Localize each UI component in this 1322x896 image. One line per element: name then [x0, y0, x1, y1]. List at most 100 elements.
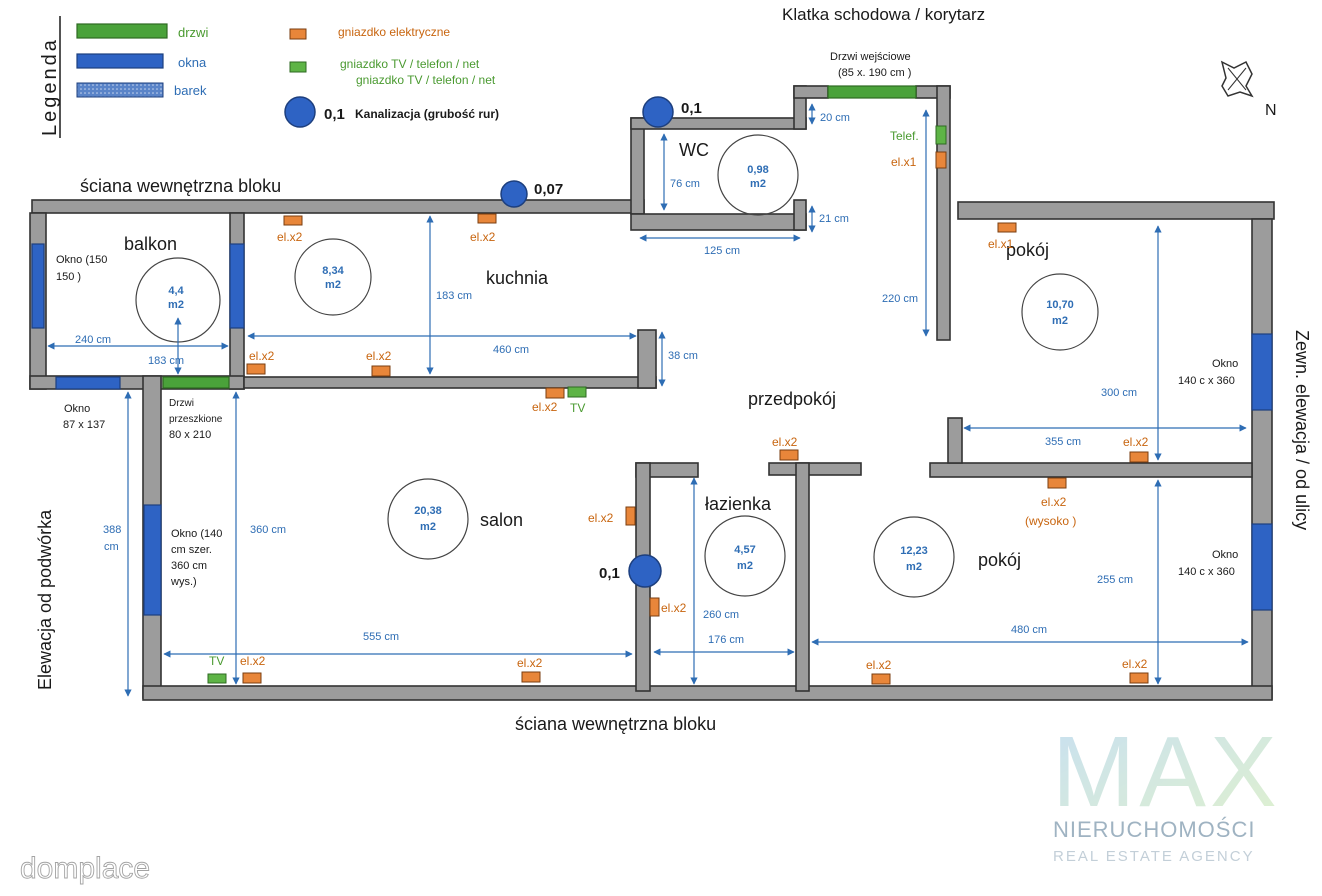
window-small-note-1: Okno — [64, 403, 90, 415]
dim-555: 555 cm — [363, 631, 399, 643]
socket-pokoj-top-label: el.x1 — [988, 237, 1014, 251]
pipe-top — [642, 96, 674, 128]
area-lazienka-value: 4,57 — [734, 544, 755, 556]
legend-door-swatch — [76, 23, 168, 39]
dim-480: 480 cm — [1011, 624, 1047, 636]
room-pokoj-top-label: pokój — [1006, 240, 1049, 260]
legend-window-swatch — [76, 53, 164, 69]
socket-salon-2 — [521, 671, 541, 683]
dim-300: 300 cm — [1101, 387, 1137, 399]
dim-255: 255 cm — [1097, 574, 1133, 586]
pipe-wall-value: 0,07 — [534, 181, 563, 198]
sockets: Telef. el.x1 el.x1 el.x2 el.x2 el.x2 el.… — [207, 125, 1149, 685]
room-lazienka-label: łazienka — [705, 494, 772, 514]
dim-220: 220 cm — [882, 293, 918, 305]
dim-183-kuchnia: 183 cm — [436, 290, 472, 302]
window-right-top-note-2: 140 c x 360 — [1178, 375, 1235, 387]
socket-hall-label: el.x2 — [772, 435, 798, 449]
legend-socket-swatch — [289, 28, 307, 40]
socket-hall-top-label: el.x1 — [891, 155, 917, 169]
legend-door-label: drzwi — [178, 25, 208, 40]
socket-pokoj-top — [997, 222, 1017, 233]
wall-exterior-right — [1251, 218, 1273, 700]
tv-socket-kitchen — [567, 386, 587, 398]
area-circle-kuchnia — [294, 238, 372, 316]
window-balkon-note-1: Okno (150 — [56, 254, 107, 266]
dimension-lines — [47, 103, 1249, 697]
telef-label: Telef. — [890, 129, 919, 143]
dim-388-unit: cm — [104, 541, 119, 553]
area-kuchnia-value: 8,34 — [322, 265, 344, 277]
room-przedpokoj-label: przedpokój — [748, 389, 836, 409]
legend-bar-swatch — [76, 82, 164, 98]
pipe-bath — [628, 554, 662, 588]
elevation-yard-label: Elewacja od podwórka — [35, 509, 55, 690]
area-pokoj-bottom-value: 12,23 — [900, 545, 928, 557]
socket-pokoj-bottom-2 — [1129, 672, 1149, 684]
socket-bath-2-label: el.x2 — [661, 601, 687, 615]
elevation-street-label: Zewn. elewacja / od ulicy — [1292, 330, 1312, 530]
entrance-door-label-1: Drzwi wejściowe — [830, 51, 911, 63]
tv-socket-kitchen-label: TV — [570, 401, 585, 415]
legend-pipe-swatch — [284, 96, 316, 128]
legend-title: Legenda — [39, 37, 61, 136]
area-pokoj-top-value: 10,70 — [1046, 299, 1074, 311]
area-kuchnia-unit: m2 — [325, 279, 341, 291]
legend-bar-label: barek — [174, 83, 207, 98]
dimension-labels: 20 cm 76 cm 21 cm 125 cm 220 cm 240 cm 1… — [75, 112, 1137, 646]
socket-pokoj-355-label: el.x2 — [1123, 435, 1149, 449]
socket-salon-1 — [242, 672, 262, 684]
pipe-bath-value: 0,1 — [599, 565, 620, 582]
socket-pokoj-355 — [1129, 451, 1149, 463]
legend-tv-socket-label-1: gniazdko TV / telefon / net — [340, 57, 480, 71]
room-balkon-label: balkon — [124, 234, 177, 254]
socket-kitchen-1-label: el.x2 — [277, 230, 303, 244]
socket-salon-1-label: el.x2 — [240, 654, 266, 668]
window-salon-note-1: Okno (140 — [171, 528, 222, 540]
room-wc-label: WC — [679, 140, 709, 160]
staircase-label: Klatka schodowa / korytarz — [782, 5, 985, 24]
area-salon-unit: m2 — [420, 521, 436, 533]
logo-tagline: REAL ESTATE AGENCY — [1053, 848, 1255, 865]
wall-wc-left — [630, 117, 645, 215]
area-balkon-value: 4,4 — [168, 285, 184, 297]
area-circle-salon — [387, 478, 469, 560]
entrance-door — [827, 85, 917, 99]
dim-38: 38 cm — [668, 350, 698, 362]
dim-360: 360 cm — [250, 524, 286, 536]
wall-kitchen-stub — [637, 329, 657, 389]
dim-355: 355 cm — [1045, 436, 1081, 448]
area-lazienka-unit: m2 — [737, 560, 753, 572]
dim-125: 125 cm — [704, 245, 740, 257]
room-salon-label: salon — [480, 510, 523, 530]
wall-room-bottom-top — [929, 462, 1253, 478]
window-small-note-2: 87 x 137 — [63, 419, 105, 431]
window-notes: Okno (150 150 ) Okno 87 x 137 Drzwi prze… — [56, 254, 1238, 588]
dim-176: 176 cm — [708, 634, 744, 646]
logo-text: MAX — [1052, 716, 1281, 828]
inner-wall-bottom-label: ściana wewnętrzna bloku — [515, 714, 716, 734]
room-kuchnia-label: kuchnia — [486, 268, 549, 288]
dim-76: 76 cm — [670, 178, 700, 190]
wall-top-left — [31, 199, 645, 214]
dim-460: 460 cm — [493, 344, 529, 356]
glass-door — [162, 376, 230, 389]
socket-kitchen-5 — [545, 387, 565, 399]
area-circle-lazienka — [704, 515, 786, 597]
dim-388-value: 388 — [103, 524, 121, 536]
legend-pipe-value: 0,1 — [324, 106, 345, 123]
legend-tv-socket-label-2: gniazdko TV / telefon / net — [356, 73, 496, 87]
window-right-bottom-note-1: Okno — [1212, 549, 1238, 561]
socket-kitchen-5-label: el.x2 — [532, 400, 558, 414]
telef-socket — [935, 125, 947, 145]
window-small — [55, 376, 121, 390]
socket-bath-1 — [625, 506, 636, 526]
tv-socket-salon — [207, 673, 227, 684]
socket-kitchen-1 — [283, 215, 303, 226]
legend-socket-label: gniazdko elektryczne — [338, 25, 450, 39]
area-circle-wc — [717, 134, 799, 216]
window-salon-note-3: 360 cm — [171, 560, 207, 572]
wall-bath-right — [795, 462, 810, 692]
area-wc-unit: m2 — [750, 178, 766, 190]
window-right-top-note-1: Okno — [1212, 358, 1238, 370]
